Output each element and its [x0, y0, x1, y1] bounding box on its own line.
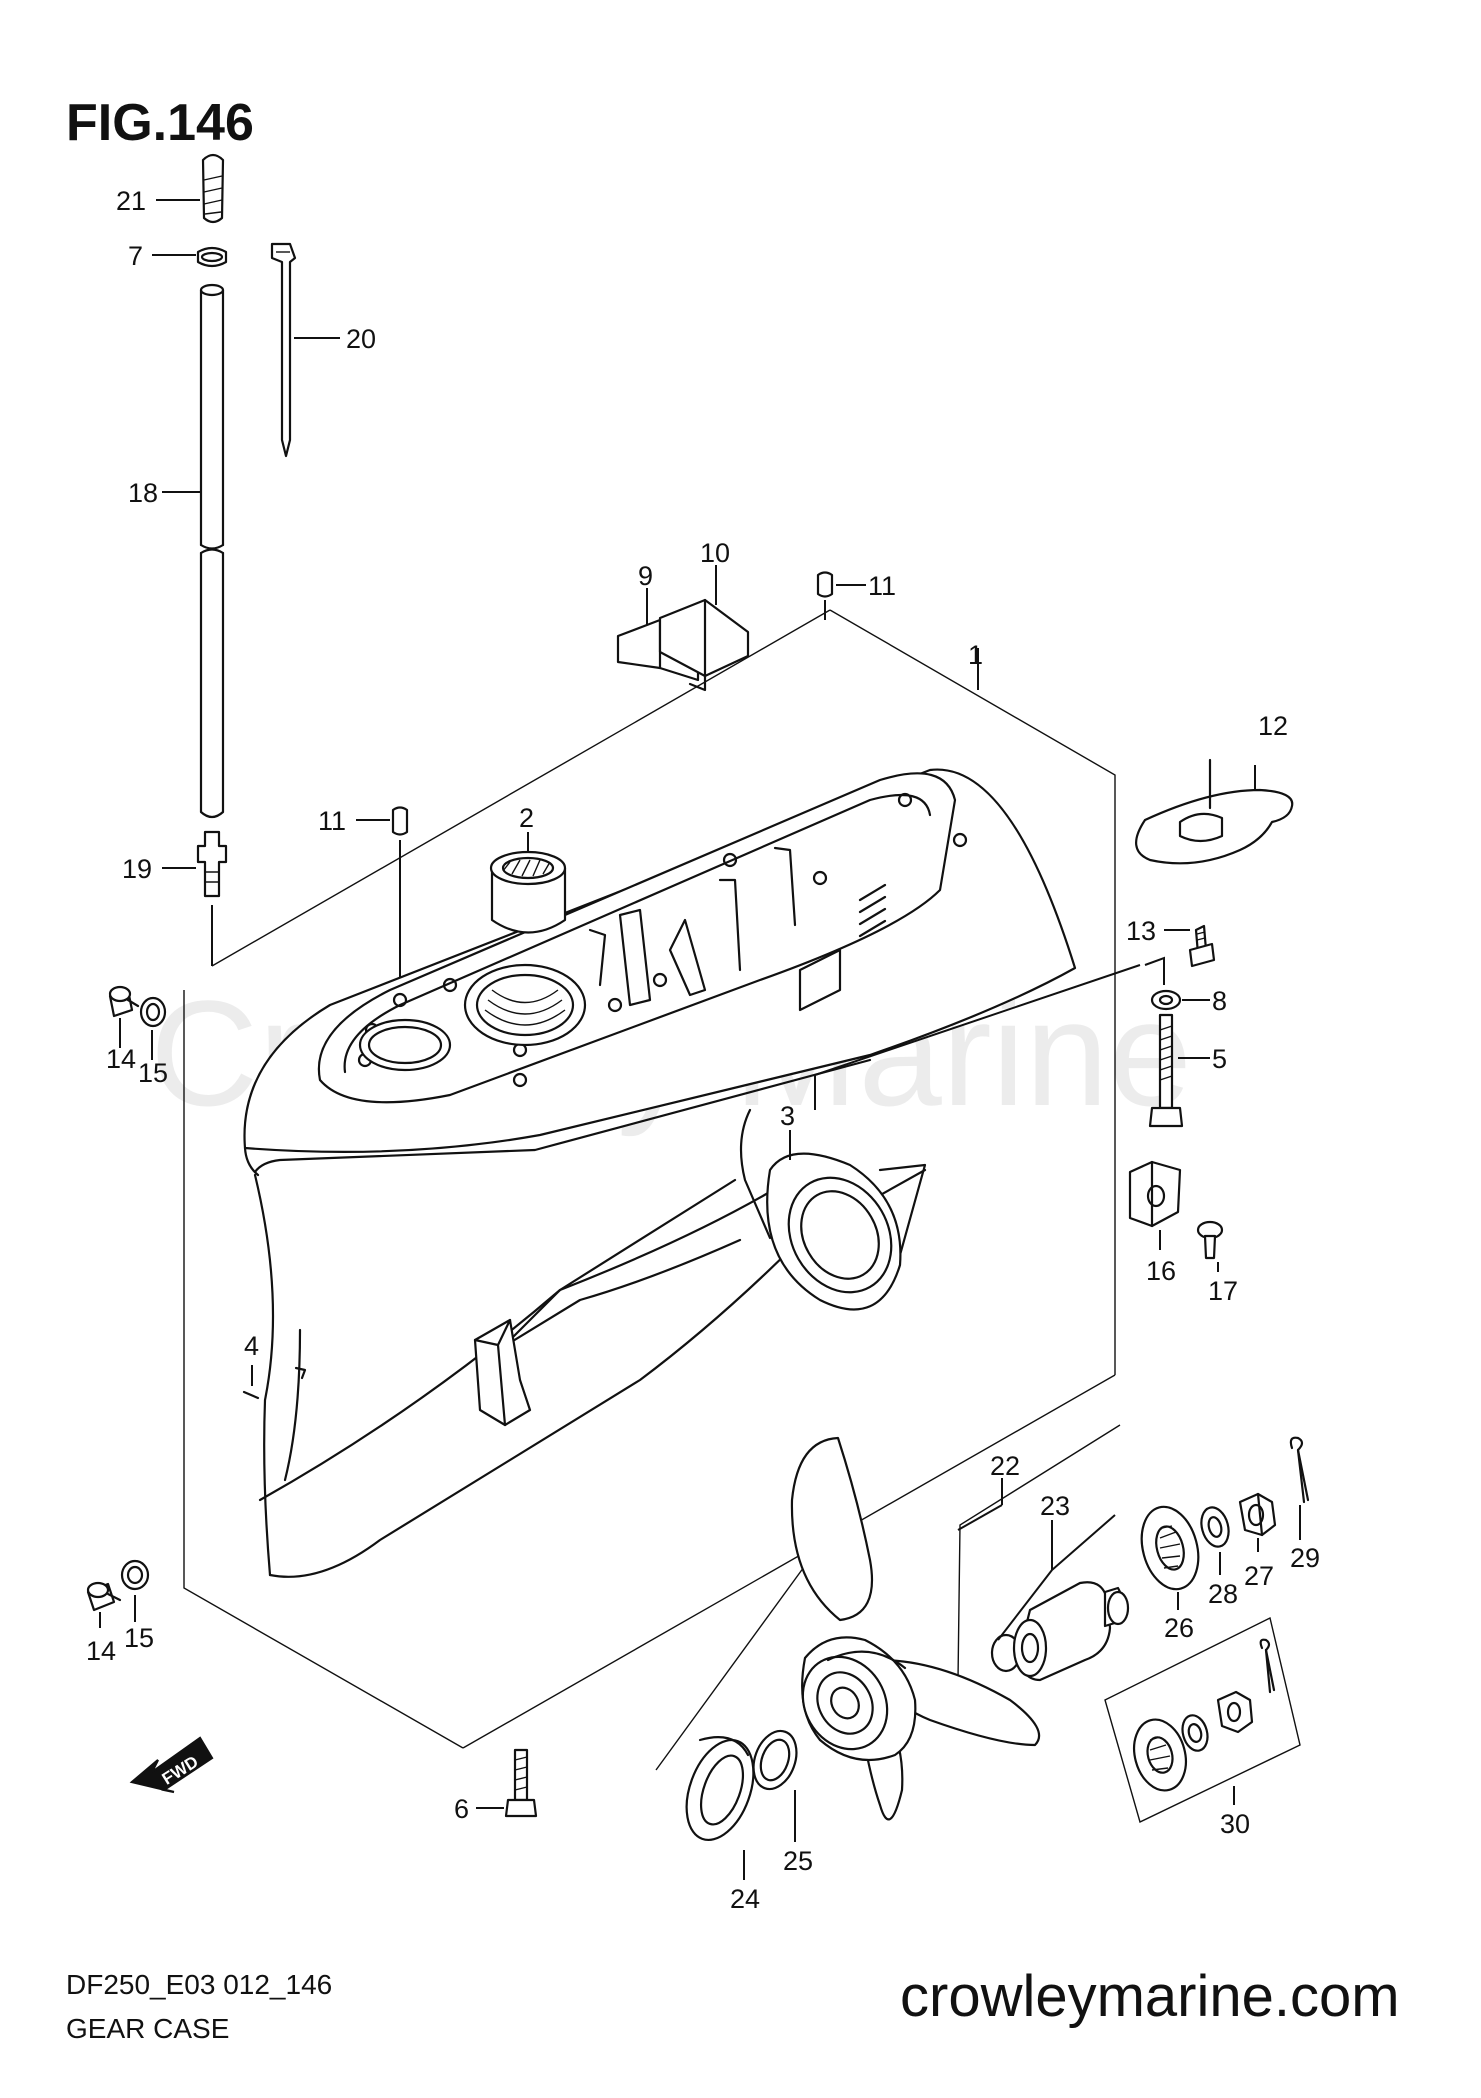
fwd-arrow-icon: FWD — [129, 1736, 214, 1794]
callout-16[interactable]: 16 — [1146, 1256, 1176, 1286]
callout-11-upper[interactable]: 11 — [868, 571, 896, 601]
callout-27[interactable]: 27 — [1244, 1561, 1274, 1591]
callout-15-upper[interactable]: 15 — [138, 1058, 168, 1088]
part-25-washer[interactable] — [746, 1725, 804, 1795]
callout-24[interactable]: 24 — [730, 1884, 760, 1914]
part-16-spacer[interactable] — [1128, 1160, 1182, 1228]
callout-1[interactable]: 1 — [968, 640, 983, 670]
callout-4[interactable]: 4 — [244, 1331, 259, 1361]
part-24-thrust-hub[interactable] — [674, 1731, 766, 1849]
part-5-bolt[interactable] — [1148, 1013, 1184, 1128]
callout-29[interactable]: 29 — [1290, 1543, 1320, 1573]
callout-20[interactable]: 20 — [346, 324, 376, 354]
part-28-washer[interactable] — [1197, 1504, 1232, 1549]
part-3-oil-seal[interactable] — [766, 1152, 911, 1311]
callout-26[interactable]: 26 — [1164, 1613, 1194, 1643]
part-14-plug-lower[interactable] — [86, 1581, 122, 1612]
part-23-bush[interactable] — [990, 1581, 1130, 1682]
figure-title: FIG.146 — [66, 94, 254, 152]
callout-5[interactable]: 5 — [1212, 1044, 1227, 1074]
callout-7[interactable]: 7 — [128, 241, 143, 271]
part-26-spline-washer[interactable] — [1133, 1500, 1207, 1595]
part-11-dowel-pin-lower[interactable] — [391, 806, 409, 836]
assembly-frame — [183, 609, 1116, 1749]
callout-13[interactable]: 13 — [1126, 916, 1156, 946]
part-19-tube-connector[interactable] — [196, 830, 228, 898]
callout-30[interactable]: 30 — [1220, 1809, 1250, 1839]
part-15-gasket-lower[interactable] — [120, 1559, 150, 1591]
part-30-hardware-kit[interactable] — [1104, 1616, 1301, 1823]
part-27-prop-nut[interactable] — [1238, 1492, 1277, 1537]
part-12-trim-tab[interactable] — [1135, 758, 1294, 865]
part-15-gasket-upper[interactable] — [139, 996, 167, 1028]
part-18-water-tube[interactable] — [199, 283, 225, 819]
callout-28[interactable]: 28 — [1208, 1579, 1238, 1609]
part-1-gear-case[interactable] — [243, 768, 1077, 1578]
part-6-bolt[interactable] — [504, 1748, 538, 1818]
callout-11-lower[interactable]: 11 — [318, 806, 346, 836]
part-2-bushing[interactable] — [489, 850, 567, 934]
part-20-cable-tie[interactable] — [270, 242, 297, 458]
callout-23[interactable]: 23 — [1040, 1491, 1070, 1521]
callout-21[interactable]: 21 — [116, 186, 146, 216]
callout-6[interactable]: 6 — [454, 1794, 469, 1824]
callout-10[interactable]: 10 — [700, 538, 730, 568]
part-14-plug-upper[interactable] — [108, 985, 140, 1018]
part-21-hose-fitting[interactable] — [201, 153, 225, 224]
part-17-screw[interactable] — [1196, 1220, 1224, 1260]
callout-17[interactable]: 17 — [1208, 1276, 1238, 1306]
section-name: GEAR CASE — [66, 2013, 229, 2044]
callout-22[interactable]: 22 — [990, 1451, 1020, 1481]
callout-9[interactable]: 9 — [638, 561, 653, 591]
part-10-pad[interactable] — [658, 598, 750, 692]
callout-14-upper[interactable]: 14 — [106, 1044, 136, 1074]
callout-12[interactable]: 12 — [1258, 711, 1288, 741]
callout-14-lower[interactable]: 14 — [86, 1636, 116, 1666]
part-29-cotter-pin[interactable] — [1289, 1436, 1310, 1504]
part-13-bolt[interactable] — [1188, 924, 1216, 968]
part-4-pin[interactable] — [242, 1366, 307, 1400]
callout-8[interactable]: 8 — [1212, 986, 1227, 1016]
part-22-propeller[interactable] — [786, 1436, 1041, 1821]
callout-19[interactable]: 19 — [122, 854, 152, 884]
part-11-dowel-pin-upper[interactable] — [816, 571, 834, 598]
model-code: DF250_E03 012_146 — [66, 1969, 332, 2000]
callout-18[interactable]: 18 — [128, 478, 158, 508]
part-8-washer[interactable] — [1150, 989, 1182, 1011]
callout-25[interactable]: 25 — [783, 1846, 813, 1876]
callout-15-lower[interactable]: 15 — [124, 1623, 154, 1653]
website-link[interactable]: crowleymarine.com — [900, 1964, 1400, 2029]
part-7-hose-clip[interactable] — [196, 246, 228, 268]
callout-2[interactable]: 2 — [519, 803, 534, 833]
callout-3[interactable]: 3 — [780, 1101, 795, 1131]
